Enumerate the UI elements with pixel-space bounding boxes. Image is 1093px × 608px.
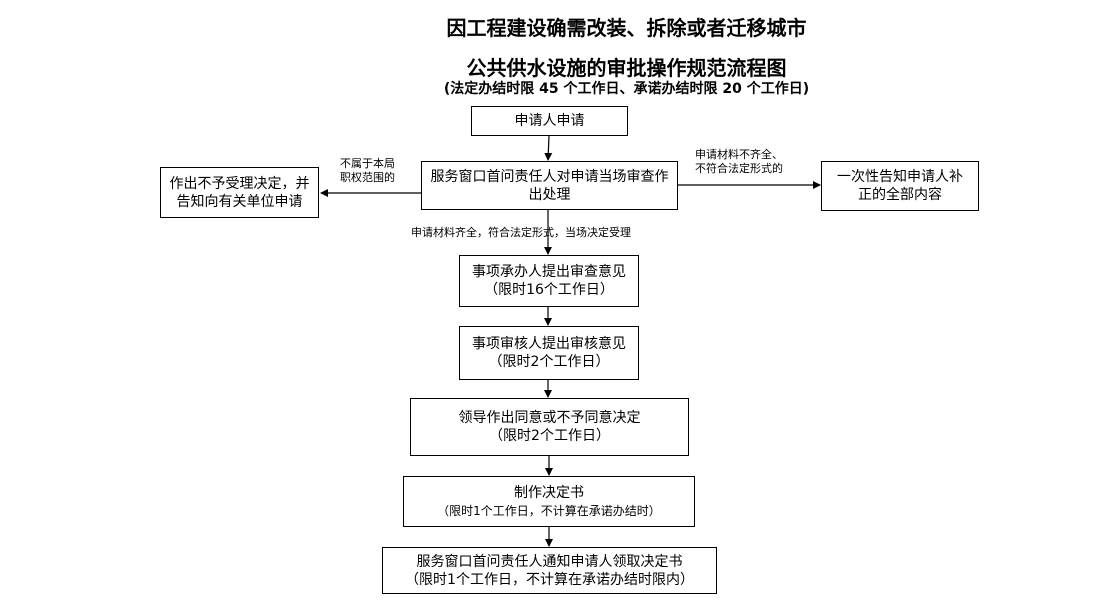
step-auditor-opinion: 事项审核人提出审核意见 （限时2个工作日） (459, 326, 639, 380)
step-window-review: 服务窗口首问责任人对申请当场审查作 出处理 (421, 161, 678, 210)
edge-label-not-in-scope-line-2: 职权范围的 (340, 171, 395, 184)
edge-label-incomplete: 申请材料不齐全、 不符合法定形式的 (695, 148, 783, 176)
diagram-title-line2: 公共供水设施的审批操作规范流程图 (466, 56, 787, 80)
edge-label-not-in-scope-line-1: 不属于本局 (340, 157, 395, 170)
diagram-title-line1: 因工程建设确需改装、拆除或者迁移城市 (446, 16, 807, 40)
step-reject: 作出不予受理决定，并 告知向有关单位申请 (160, 167, 319, 218)
edge-label-incomplete-line-1: 申请材料不齐全、 (695, 148, 783, 161)
step-leader-decision: 领导作出同意或不予同意决定 （限时2个工作日） (410, 398, 689, 456)
step-make-decision-document-text-2: （限时1个工作日，不计算在承诺办结时） (437, 503, 661, 518)
step-reject-text-2: 告知向有关单位申请 (176, 193, 303, 210)
step-supplement-notice-text-2: 正的全部内容 (858, 187, 942, 203)
step-leader-decision-text-1: 领导作出同意或不予同意决定 (458, 410, 641, 426)
step-applicant-apply: 申请人申请 (471, 106, 628, 136)
step-window-review-text-1: 服务窗口首问责任人对申请当场审查作 (430, 168, 669, 185)
step-window-review-text-2: 出处理 (528, 186, 571, 203)
diagram-subtitle: (法定办结时限 45 个工作日、承诺办结时限 20 个工作日) (443, 81, 810, 97)
edge-label-not-in-scope: 不属于本局 职权范围的 (340, 157, 395, 185)
step-auditor-opinion-text-2: （限时2个工作日） (488, 354, 610, 370)
step-supplement-notice-text-1: 一次性告知申请人补 (837, 169, 963, 185)
edge-label-incomplete-line-2: 不符合法定形式的 (695, 162, 783, 175)
step-make-decision-document: 制作决定书 （限时1个工作日，不计算在承诺办结时） (403, 476, 695, 527)
step-leader-decision-text-2: （限时2个工作日） (489, 428, 610, 444)
arrow-apply-to-review (544, 135, 553, 161)
step-make-decision-document-text-1: 制作决定书 (514, 484, 584, 501)
step-handler-opinion-text-2: （限时16个工作日） (484, 282, 614, 298)
step-notify-applicant: 服务窗口首问责任人通知申请人领取决定书 （限时1个工作日，不计算在承诺办结时限内… (382, 547, 717, 594)
step-auditor-opinion-text-1: 事项审核人提出审核意见 (472, 336, 626, 352)
step-notify-applicant-text-1: 服务窗口首问责任人通知申请人领取决定书 (416, 553, 683, 570)
edge-label-accepted: 申请材料齐全，符合法定形式，当场决定受理 (411, 226, 631, 239)
step-notify-applicant-text-2: （限时1个工作日，不计算在承诺办结时限内） (405, 571, 694, 588)
step-reject-text-1: 作出不予受理决定，并 (169, 175, 310, 192)
step-handler-opinion: 事项承办人提出审查意见 （限时16个工作日） (459, 255, 639, 307)
step-applicant-apply-text: 申请人申请 (514, 113, 585, 129)
step-supplement-notice: 一次性告知申请人补 正的全部内容 (821, 161, 979, 211)
step-handler-opinion-text-1: 事项承办人提出审查意见 (472, 264, 626, 280)
